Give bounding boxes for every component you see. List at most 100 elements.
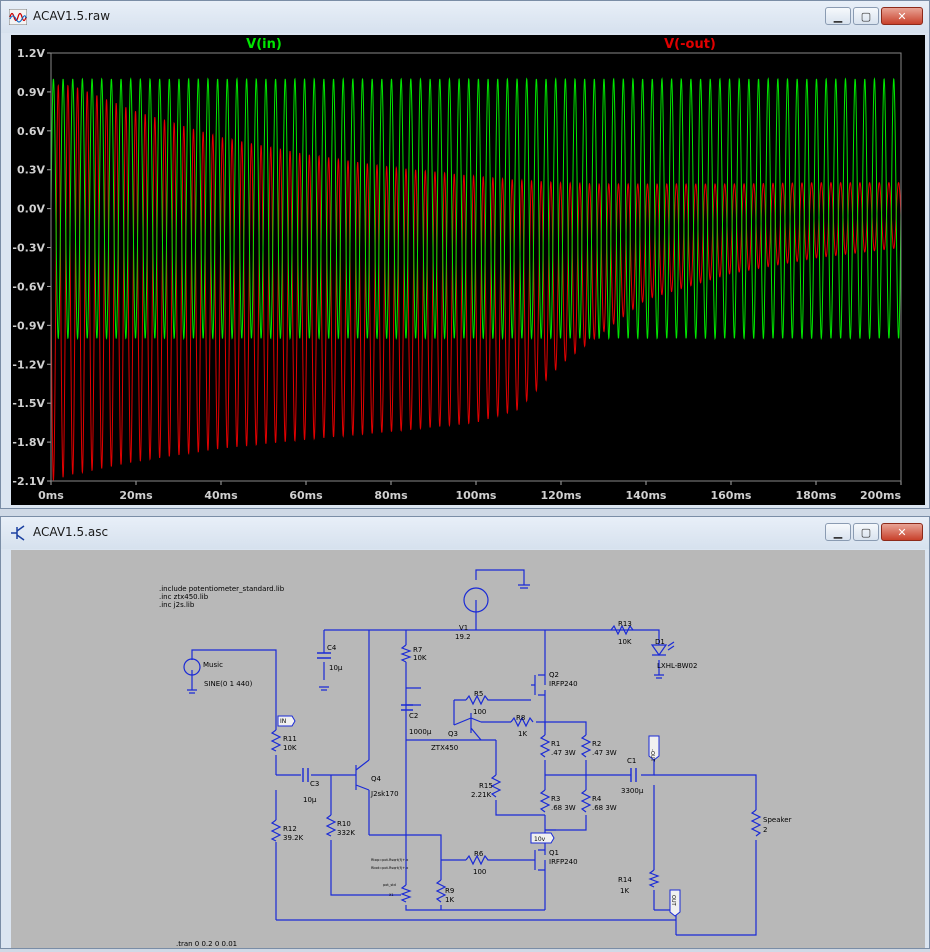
music-label: Music <box>203 661 223 669</box>
plot-window-title: ACAV1.5.raw <box>33 9 111 23</box>
x-tick-label: 40ms <box>204 489 238 502</box>
r1-label: R1 <box>551 740 560 748</box>
legend-vout[interactable]: V(-out) <box>664 37 716 52</box>
r15-value: 2.21K <box>471 791 492 799</box>
close-button[interactable]: ✕ <box>881 523 923 541</box>
q1-label: Q1 <box>549 849 559 857</box>
q2-value: IRFP240 <box>549 680 578 688</box>
x-tick-label: 0ms <box>38 489 64 502</box>
out-net-label: OUT <box>670 895 676 907</box>
y-tick-label: 0.0V <box>17 203 45 216</box>
c4-label: C4 <box>327 644 337 652</box>
d1-led-symbol <box>650 641 675 657</box>
r2-label: R2 <box>592 740 601 748</box>
pot-rbot-label: Rbot=pot.Rsqrt(f)+.x <box>371 866 408 870</box>
q3-transistor-symbol <box>453 713 482 741</box>
minimize-button[interactable]: ▁ <box>825 523 851 541</box>
r15-label: R15 <box>479 782 493 790</box>
c3-value: 10µ <box>303 796 317 804</box>
schematic-window-title: ACAV1.5.asc <box>33 525 109 539</box>
r3-value: .68 3W <box>551 804 576 812</box>
resistor-symbols <box>270 624 762 903</box>
x-tick-label: 60ms <box>289 489 323 502</box>
r4-label: R4 <box>592 795 602 803</box>
maximize-button[interactable]: ▢ <box>853 523 879 541</box>
r10-label: R10 <box>337 820 351 828</box>
x-tick-label: 120ms <box>541 489 582 502</box>
schematic-drawing[interactable]: .include potentiometer_standard.lib .inc… <box>11 550 925 948</box>
music-source-symbol[interactable] <box>183 658 201 676</box>
r4-value: .68 3W <box>592 804 617 812</box>
schematic-window-titlebar[interactable]: ACAV1.5.asc ▁ ▢ ✕ <box>1 517 929 549</box>
x-tick-label: 100ms <box>456 489 497 502</box>
q4-value: J2sk170 <box>370 790 399 798</box>
wires <box>187 569 757 936</box>
speaker-label: Speaker <box>763 816 792 824</box>
c1-value: 3300µ <box>621 787 644 795</box>
r13-label: R13 <box>618 620 632 628</box>
y-tick-label: -0.9V <box>12 319 45 332</box>
x-tick-label: 180ms <box>796 489 837 502</box>
schematic-canvas[interactable]: .include potentiometer_standard.lib .inc… <box>11 550 925 948</box>
y-tick-label: -1.2V <box>12 358 45 371</box>
y-tick-label: 0.9V <box>17 86 45 99</box>
q1-value: IRFP240 <box>549 858 578 866</box>
y-tick-label: 1.2V <box>17 47 45 60</box>
r7-label: R7 <box>413 646 422 654</box>
tran-directive[interactable]: .tran 0 0.2 0 0.01 <box>176 940 237 948</box>
plot-window-titlebar[interactable]: ACAV1.5.raw ▁ ▢ ✕ <box>1 1 929 33</box>
x-tick-label: 20ms <box>119 489 153 502</box>
c3-label: C3 <box>310 780 319 788</box>
minimize-button[interactable]: ▁ <box>825 7 851 25</box>
schematic-window: ACAV1.5.asc ▁ ▢ ✕ <box>0 516 930 949</box>
close-button[interactable]: ✕ <box>881 7 923 25</box>
r7-value: 10K <box>413 654 427 662</box>
q3-label: Q3 <box>448 730 458 738</box>
series-vout-trace[interactable] <box>50 84 902 481</box>
y-tick-label: 0.6V <box>17 125 45 138</box>
pot-std-label: pot_std <box>383 883 396 887</box>
r12-label: R12 <box>283 825 297 833</box>
r13-value: 10K <box>618 638 632 646</box>
q4-label: Q4 <box>371 775 382 783</box>
v1-label: V1 <box>459 624 468 632</box>
r3-label: R3 <box>551 795 560 803</box>
in-net-label: IN <box>280 718 286 725</box>
pot-x1-label: X1 <box>389 893 394 897</box>
v10-net-label: 10v <box>534 836 546 843</box>
directive-inc-ztx[interactable]: .inc ztx450.lib <box>159 593 209 601</box>
r2-value: .47 3W <box>592 749 617 757</box>
r8-value: 1K <box>518 730 527 738</box>
c2-label: C2 <box>409 712 418 720</box>
y-tick-label: -0.6V <box>12 280 45 293</box>
y-tick-label: 0.3V <box>17 164 45 177</box>
x-tick-label: 140ms <box>626 489 667 502</box>
r9-label: R9 <box>445 887 454 895</box>
r6-label: R6 <box>474 850 484 858</box>
transistor-icon <box>11 525 25 541</box>
r1-value: .47 3W <box>551 749 576 757</box>
r10-value: 332K <box>337 829 355 837</box>
y-tick-label: -1.8V <box>12 436 45 449</box>
series-vin-trace[interactable] <box>50 77 902 341</box>
legend-vin[interactable]: V(in) <box>246 37 282 52</box>
r8-label: R8 <box>516 714 525 722</box>
directive-include[interactable]: .include potentiometer_standard.lib <box>159 585 285 593</box>
waveform-plot-svg[interactable]: 1.2V0.9V0.6V0.3V0.0V-0.3V-0.6V-0.9V-1.2V… <box>11 35 925 505</box>
maximize-button[interactable]: ▢ <box>853 7 879 25</box>
r11-label: R11 <box>283 735 297 743</box>
c4-value: 10µ <box>329 664 343 672</box>
x-tick-label: 200ms <box>860 489 901 502</box>
r5-label: R5 <box>474 690 483 698</box>
directive-inc-j2s[interactable]: .inc j2s.lib <box>159 601 195 609</box>
r14-value: 1K <box>620 887 629 895</box>
r12-value: 39.2K <box>283 834 304 842</box>
waveform-icon <box>9 9 27 25</box>
v1-value: 19.2 <box>455 633 471 641</box>
y-tick-label: -2.1V <box>12 475 45 488</box>
speaker-value: 2 <box>763 826 767 834</box>
r11-value: 10K <box>283 744 297 752</box>
q3-value: ZTX450 <box>431 744 458 752</box>
v1-source-symbol[interactable] <box>463 587 489 613</box>
